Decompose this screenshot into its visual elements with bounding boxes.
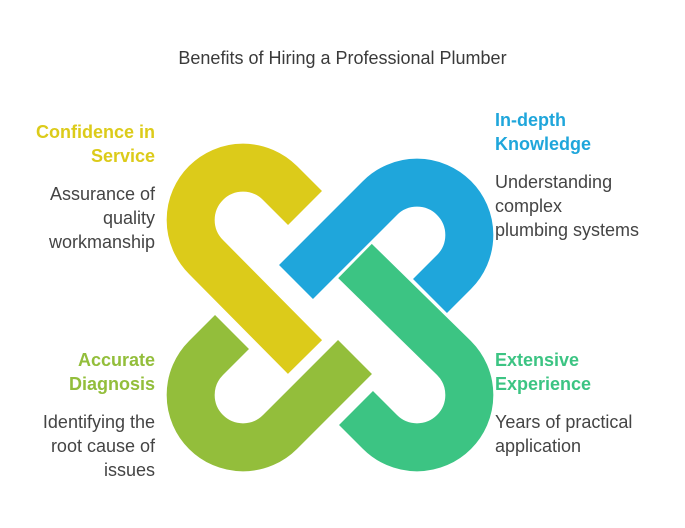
heading-line: Experience [495,374,592,394]
description-line: workmanship [48,232,155,252]
item-confidence-in-service: Confidence in Service Assurance of quali… [5,120,155,254]
description-line: root cause of [50,436,155,456]
item-description: Understanding complex plumbing systems [495,170,675,242]
item-description: Years of practical application [495,410,675,458]
heading-line: Extensive [495,350,580,370]
description-line: quality [102,208,155,228]
heading-line: Accurate [77,350,155,370]
description-line: Identifying the [42,412,155,432]
knot-link-blue [279,158,494,313]
description-line: issues [103,460,155,480]
item-in-depth-knowledge: In-depth Knowledge Understanding complex… [495,108,675,242]
description-line: Years of practical [495,412,633,432]
item-accurate-diagnosis: Accurate Diagnosis Identifying the root … [5,348,155,482]
description-line: Assurance of [49,184,155,204]
heading-line: In-depth [495,110,566,130]
item-extensive-experience: Extensive Experience Years of practical … [495,348,675,458]
knot-link-lime [166,315,372,472]
item-heading: Confidence in Service [5,120,155,168]
description-line: application [495,436,582,456]
item-heading: Extensive Experience [495,348,675,396]
knot-link-yellow [166,143,323,374]
item-description: Identifying the root cause of issues [5,410,155,482]
description-line: plumbing systems [495,220,640,240]
item-heading: In-depth Knowledge [495,108,675,156]
heading-line: Knowledge [495,134,592,154]
heading-line: Confidence in [35,122,155,142]
item-description: Assurance of quality workmanship [5,182,155,254]
item-heading: Accurate Diagnosis [5,348,155,396]
knot-link-green [338,243,494,472]
page-title: Benefits of Hiring a Professional Plumbe… [178,48,507,68]
heading-line: Service [90,146,155,166]
description-line: Understanding [495,172,613,192]
description-line: complex [495,196,563,216]
heading-line: Diagnosis [68,374,155,394]
